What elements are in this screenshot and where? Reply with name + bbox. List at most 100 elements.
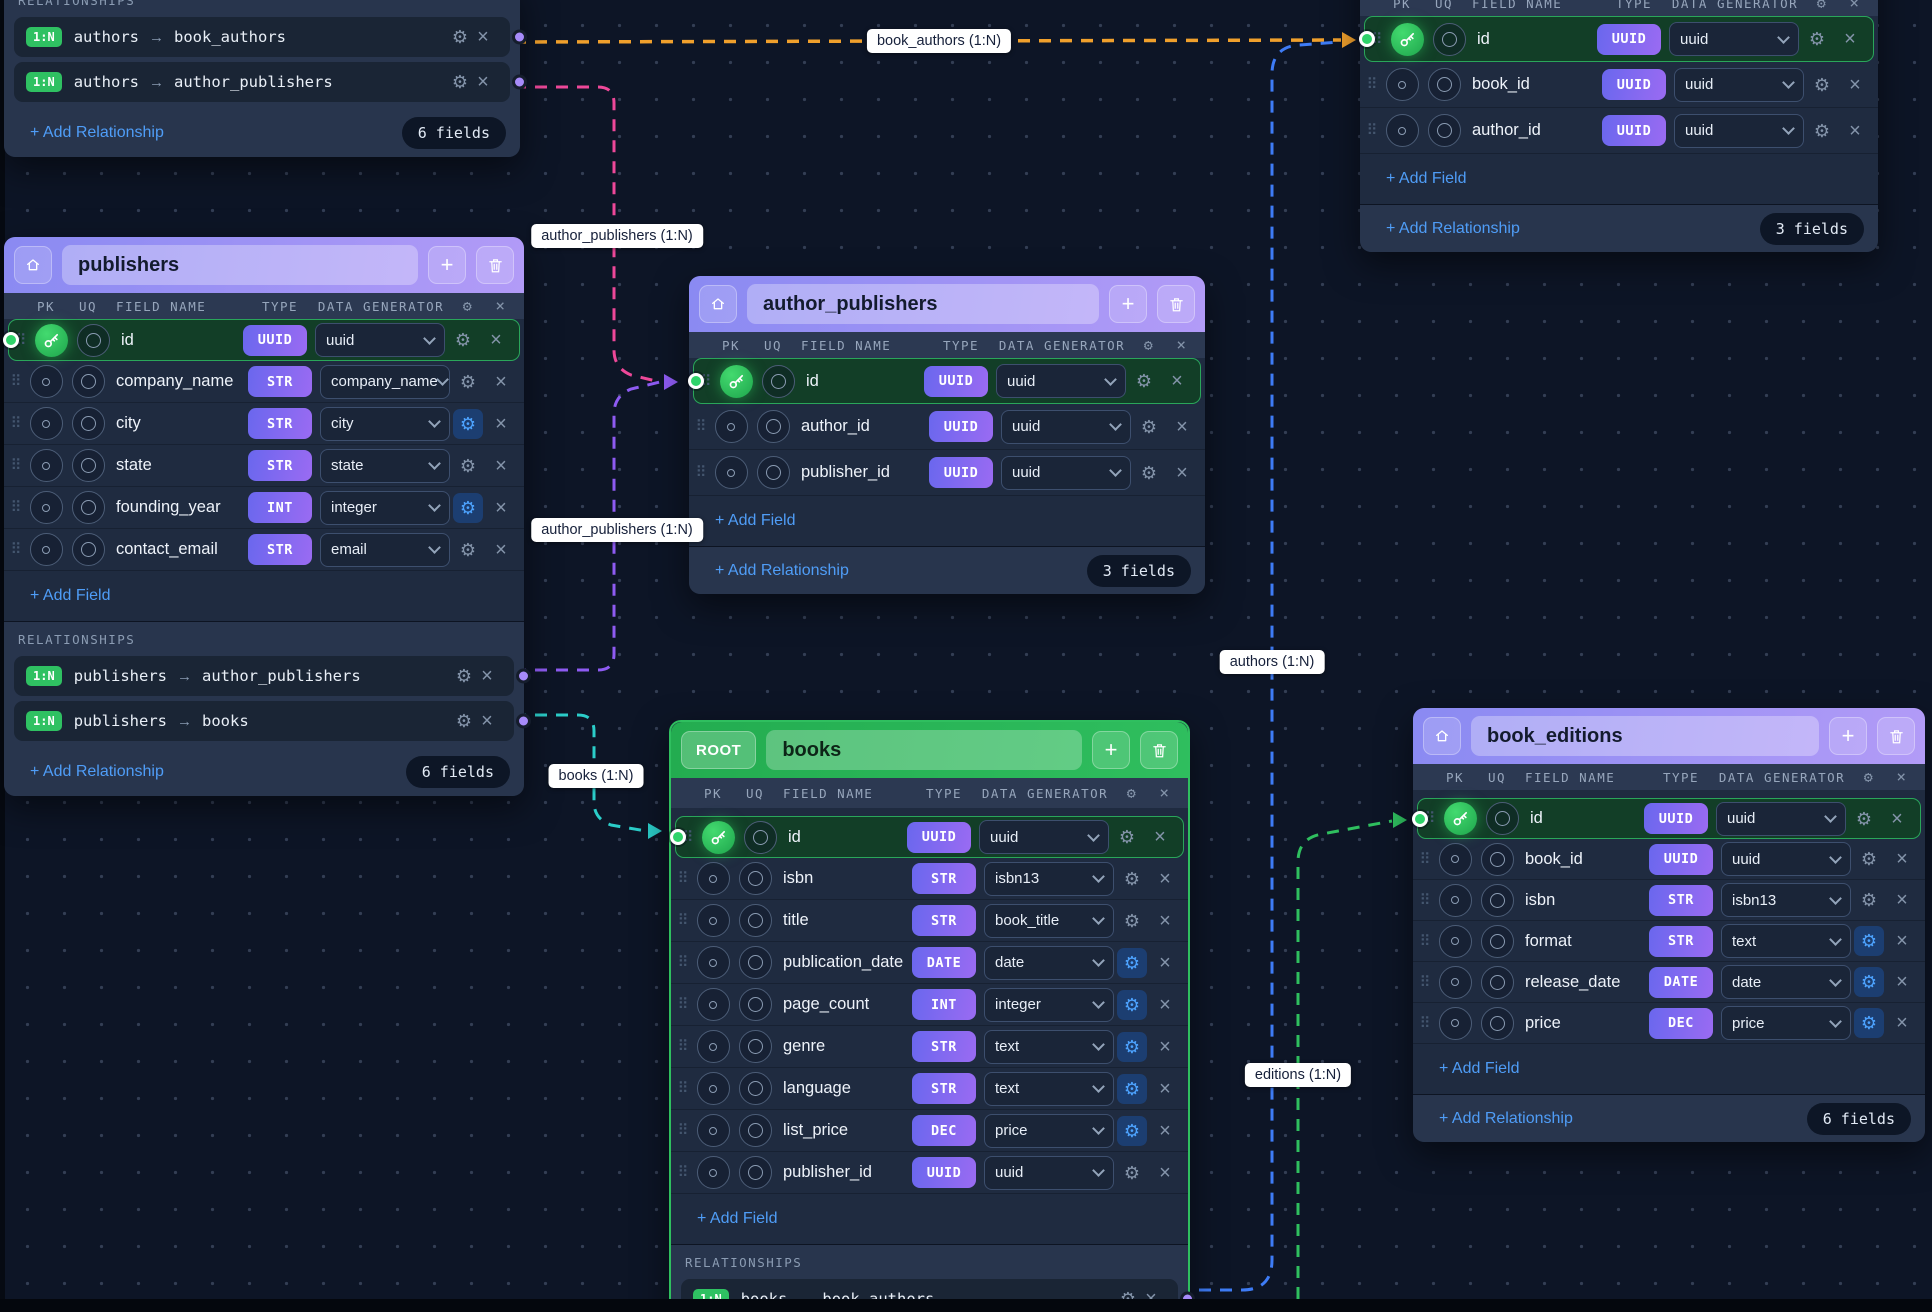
primary-key-toggle[interactable] <box>29 407 63 440</box>
remove-field-button[interactable]: × <box>1849 119 1861 142</box>
unique-toggle[interactable] <box>1480 842 1514 876</box>
primary-key-toggle[interactable] <box>696 1072 730 1105</box>
data-generator-select[interactable]: email <box>320 532 450 567</box>
data-generator-select[interactable]: text <box>1721 924 1851 958</box>
unique-toggle[interactable] <box>738 1072 772 1105</box>
primary-key-active-button[interactable] <box>1390 22 1424 56</box>
type-badge[interactable]: STR <box>1649 884 1713 916</box>
table-settings-button[interactable]: ⚙ <box>463 298 474 314</box>
drag-handle-icon[interactable]: ⠿ <box>10 457 22 474</box>
home-button[interactable] <box>699 285 737 323</box>
data-generator-select[interactable]: isbn13 <box>984 861 1114 896</box>
drag-handle-icon[interactable]: ⠿ <box>1419 1014 1431 1032</box>
unique-toggle[interactable] <box>1480 924 1514 958</box>
gear-settings-button[interactable]: ⚙ <box>1814 122 1830 140</box>
drag-handle-icon[interactable]: ⠿ <box>1366 76 1378 93</box>
data-generator-select[interactable]: uuid <box>1716 801 1846 836</box>
gear-settings-button-active[interactable]: ⚙ <box>1117 947 1147 978</box>
type-badge[interactable]: UUID <box>1602 115 1666 146</box>
primary-key-toggle[interactable] <box>696 1156 730 1189</box>
add-field-button[interactable]: + Add Field <box>30 587 111 604</box>
gear-settings-button-active[interactable]: ⚙ <box>1117 1031 1147 1062</box>
data-generator-select[interactable]: uuid <box>1674 67 1804 102</box>
type-badge[interactable]: UUID <box>1649 843 1713 875</box>
connection-port-left[interactable] <box>688 373 704 389</box>
drag-handle-icon[interactable]: ⠿ <box>677 954 689 971</box>
unique-toggle[interactable] <box>743 820 777 854</box>
unique-toggle[interactable] <box>738 862 772 895</box>
drag-handle-icon[interactable]: ⠿ <box>677 912 689 929</box>
unique-toggle[interactable] <box>71 491 105 524</box>
type-badge[interactable]: STR <box>248 408 312 439</box>
data-generator-select[interactable]: text <box>984 1029 1114 1064</box>
gear-settings-button[interactable]: ⚙ <box>1861 850 1877 868</box>
gear-settings-button-active[interactable]: ⚙ <box>1117 1073 1147 1104</box>
connection-port-right[interactable] <box>512 74 527 90</box>
data-generator-select[interactable]: state <box>320 448 450 483</box>
drag-handle-icon[interactable]: ⠿ <box>1419 973 1431 991</box>
add-relationship-button[interactable]: + Add Relationship <box>715 561 849 579</box>
type-badge[interactable]: UUID <box>929 411 993 442</box>
remove-field-button[interactable]: × <box>1849 73 1861 96</box>
remove-field-button[interactable]: × <box>1159 1161 1171 1184</box>
primary-key-toggle[interactable] <box>29 491 63 524</box>
primary-key-toggle[interactable] <box>1438 842 1472 876</box>
data-generator-select[interactable]: isbn13 <box>1721 883 1851 917</box>
connection-port-left[interactable] <box>670 829 686 845</box>
unique-toggle[interactable] <box>756 456 790 489</box>
gear-settings-button-active[interactable]: ⚙ <box>453 408 483 439</box>
remove-relationship-button[interactable]: × <box>481 710 493 732</box>
type-badge[interactable]: UUID <box>912 1157 976 1188</box>
remove-field-button[interactable]: × <box>490 329 502 351</box>
add-field-button[interactable]: + Add Field <box>1439 1060 1520 1077</box>
home-button[interactable] <box>1423 717 1461 755</box>
type-badge[interactable]: UUID <box>924 365 988 397</box>
remove-field-button[interactable]: × <box>1159 1035 1171 1058</box>
gear-settings-button-active[interactable]: ⚙ <box>1854 1008 1884 1038</box>
remove-field-button[interactable]: × <box>495 496 507 519</box>
remove-field-button[interactable]: × <box>1159 1119 1171 1142</box>
type-badge[interactable]: INT <box>248 492 312 523</box>
primary-key-toggle[interactable] <box>696 862 730 895</box>
drag-handle-icon[interactable]: ⠿ <box>682 828 694 846</box>
type-badge[interactable]: STR <box>912 1031 976 1062</box>
type-badge[interactable]: DEC <box>1649 1007 1713 1039</box>
drag-handle-icon[interactable]: ⠿ <box>1371 30 1383 48</box>
table-close-button[interactable]: × <box>495 296 507 315</box>
primary-key-active-button[interactable] <box>1443 802 1477 835</box>
connection-port-right[interactable] <box>512 29 527 45</box>
add-relationship-button[interactable]: + Add Relationship <box>30 763 164 780</box>
gear-settings-button[interactable]: ⚙ <box>1136 372 1152 390</box>
primary-key-toggle[interactable] <box>1385 68 1419 101</box>
unique-toggle[interactable] <box>1480 883 1514 917</box>
primary-key-toggle[interactable] <box>29 365 63 398</box>
primary-key-active-button[interactable] <box>34 323 68 357</box>
unique-toggle[interactable] <box>76 323 110 357</box>
add-field-button[interactable]: + Add Field <box>715 512 796 529</box>
type-badge[interactable]: DATE <box>1649 966 1713 998</box>
remove-field-button[interactable]: × <box>1176 415 1188 438</box>
unique-toggle[interactable] <box>1480 1006 1514 1040</box>
type-badge[interactable]: STR <box>912 905 976 936</box>
primary-key-active-button[interactable] <box>719 364 753 398</box>
remove-field-button[interactable]: × <box>1891 807 1903 830</box>
type-badge[interactable]: STR <box>912 1073 976 1104</box>
gear-settings-button[interactable]: ⚙ <box>1809 30 1825 48</box>
data-generator-select[interactable]: integer <box>320 490 450 525</box>
add-relationship-button[interactable]: + Add Relationship <box>30 124 164 141</box>
primary-key-toggle[interactable] <box>1438 924 1472 958</box>
type-badge[interactable]: DEC <box>912 1115 976 1146</box>
table-name-input[interactable]: books <box>766 730 1082 770</box>
gear-settings-button[interactable]: ⚙ <box>1124 1164 1140 1182</box>
connection-port-left[interactable] <box>1359 31 1375 47</box>
